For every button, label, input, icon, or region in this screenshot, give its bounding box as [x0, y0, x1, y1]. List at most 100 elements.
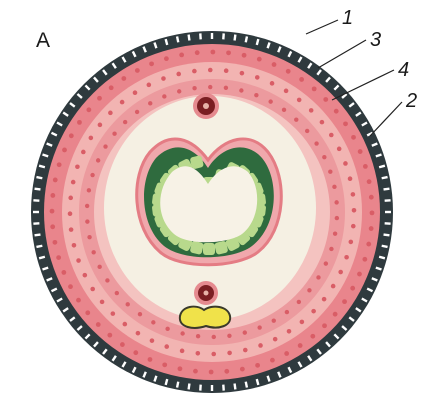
nucleus [68, 196, 73, 201]
nucleus [162, 94, 166, 98]
nucleus [208, 68, 213, 73]
nucleus [227, 351, 232, 356]
nucleus [284, 351, 289, 356]
nucleus [257, 325, 261, 329]
nucleus [258, 343, 263, 348]
leader-line-4 [332, 70, 394, 100]
nucleus [210, 50, 215, 55]
nucleus [115, 291, 119, 295]
cilium [379, 257, 385, 259]
nucleus [96, 322, 101, 327]
nucleus [83, 273, 88, 278]
nucleus [334, 109, 339, 114]
nucleus [164, 344, 169, 349]
nucleus [300, 320, 305, 325]
nucleus [305, 129, 309, 133]
leader-line-3 [318, 40, 366, 68]
nucleus [338, 270, 343, 275]
callout-2: 2 [405, 90, 417, 112]
nucleus [320, 120, 325, 125]
nucleus [69, 133, 74, 138]
cilium [189, 35, 190, 41]
cilium [36, 177, 42, 178]
nucleus [294, 117, 298, 121]
nucleus [68, 284, 73, 289]
nucleus [329, 133, 334, 138]
cilium [382, 177, 388, 178]
nucleus [112, 131, 116, 135]
leader-line-1 [306, 20, 338, 34]
nucleus [333, 312, 338, 317]
nucleus [85, 219, 89, 223]
nucleus [322, 297, 327, 302]
nucleus [53, 240, 58, 245]
nucleus [224, 86, 228, 90]
nucleus [328, 169, 332, 173]
nucleus [105, 278, 109, 282]
nucleus [103, 144, 107, 148]
nucleus [352, 208, 357, 213]
nucleus [333, 231, 337, 235]
nucleus [331, 284, 336, 289]
nucleus [370, 210, 375, 215]
leader-line-2 [370, 102, 402, 136]
cilium [189, 384, 190, 390]
nucleus [268, 99, 272, 103]
cilium [35, 235, 41, 236]
nucleus [343, 161, 348, 166]
nucleus [242, 53, 247, 58]
nucleus [254, 93, 258, 97]
nucleus [177, 89, 181, 93]
nucleus [90, 173, 94, 177]
nucleus [272, 318, 276, 322]
nucleus [322, 323, 327, 328]
nucleus [257, 57, 262, 62]
panel-letter: A [36, 29, 50, 52]
nucleus [255, 363, 260, 368]
nucleus [180, 349, 185, 354]
ventral-nerve-cord-center [204, 291, 209, 296]
nucleus [367, 179, 372, 184]
nucleus [164, 56, 169, 61]
nucleus [111, 311, 116, 316]
nucleus [135, 68, 140, 73]
nucleus [162, 362, 167, 367]
nucleus [179, 53, 184, 58]
nucleus [196, 334, 200, 338]
nucleus [87, 188, 91, 192]
cilium [235, 384, 236, 390]
nucleus [314, 141, 318, 145]
nucleus [335, 216, 339, 220]
nucleus [165, 327, 169, 331]
nucleus [343, 121, 348, 126]
nucleus [149, 61, 154, 66]
nucleus [211, 352, 216, 357]
nucleus [96, 158, 100, 162]
nucleus [348, 176, 353, 181]
nucleus [285, 310, 289, 314]
nucleus [224, 68, 229, 73]
nucleus [76, 258, 81, 263]
nucleus [349, 240, 354, 245]
nucleus [133, 90, 138, 95]
cilium [379, 166, 385, 168]
nucleus [299, 77, 304, 82]
cilium [166, 379, 168, 385]
nucleus [334, 200, 338, 204]
nucleus [50, 193, 55, 198]
nucleus [240, 71, 245, 76]
nucleus [255, 75, 260, 80]
nucleus [208, 85, 212, 89]
nucleus [98, 123, 103, 128]
nucleus [273, 337, 278, 342]
nucleus [178, 366, 183, 371]
dorsal-nerve-cord-center [203, 103, 209, 109]
nucleus [342, 299, 347, 304]
callout-3: 3 [370, 29, 381, 51]
nucleus [282, 108, 286, 112]
nucleus [324, 261, 328, 265]
nucleus [351, 192, 356, 197]
gonad [180, 307, 230, 328]
nucleus [50, 224, 55, 229]
